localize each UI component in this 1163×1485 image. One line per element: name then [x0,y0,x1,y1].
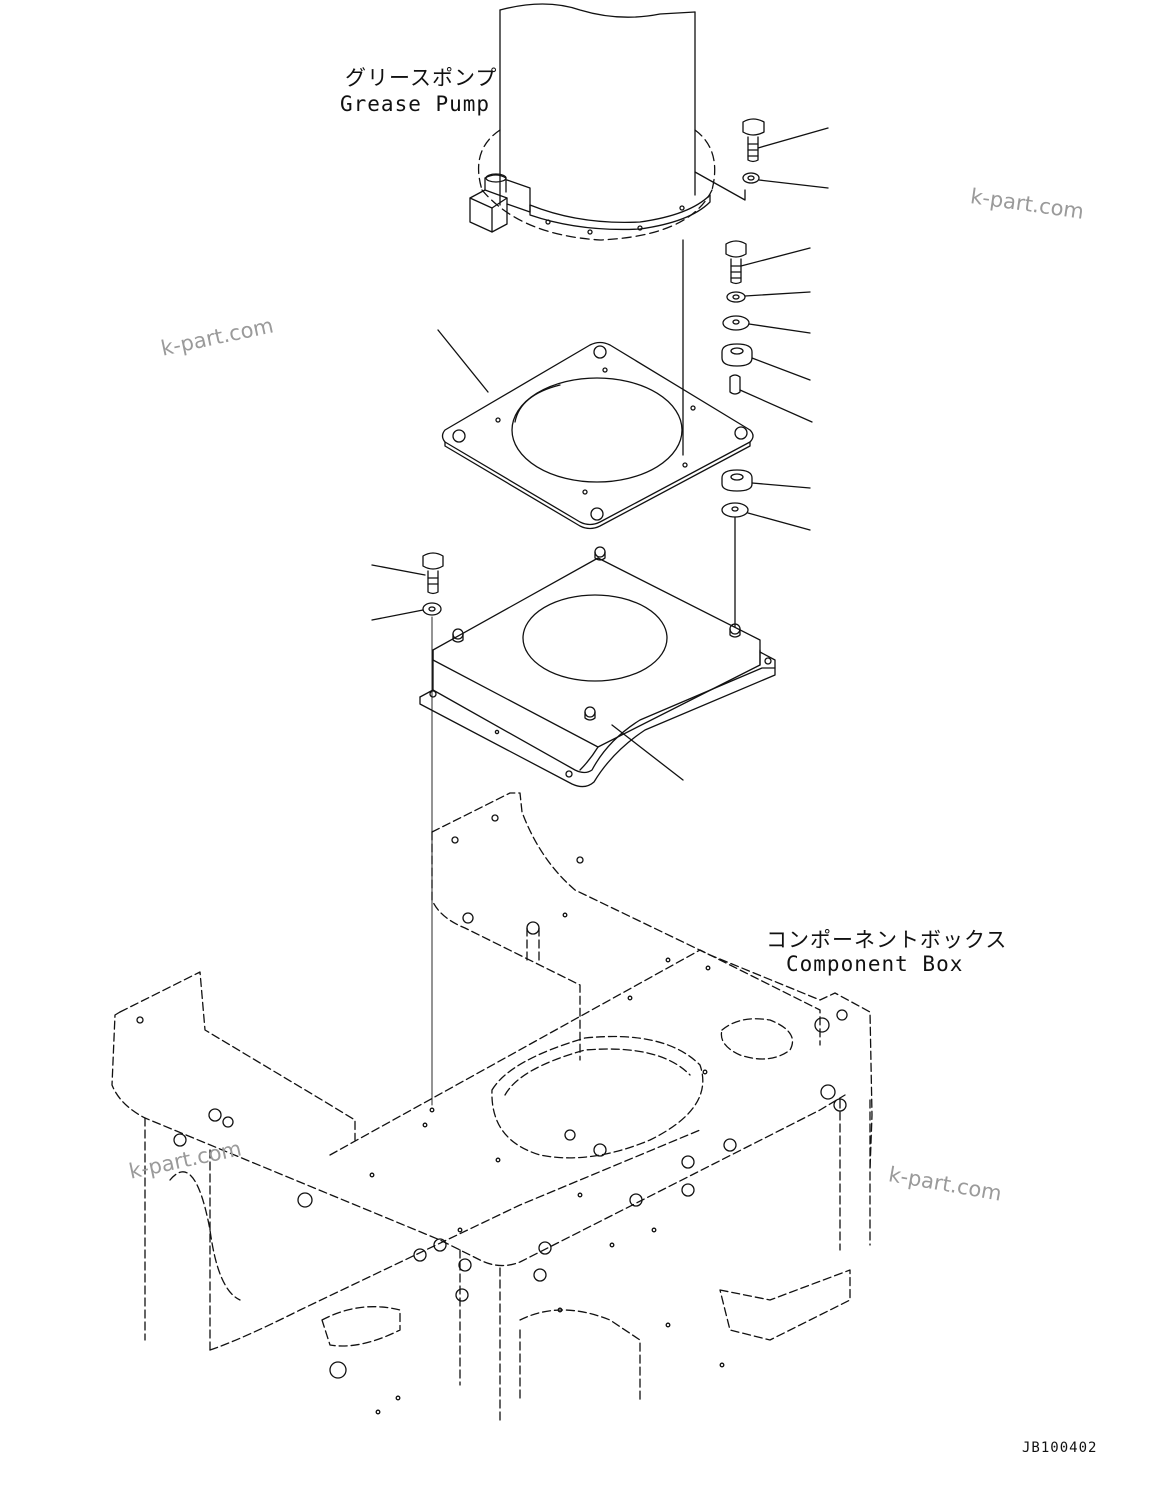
component-box-frame [112,793,872,1420]
fastener-stack [722,119,828,627]
drawing-code: JB100402 [1022,1440,1098,1456]
mounting-plate [438,330,753,529]
component-box-label-en: Component Box [786,952,964,976]
component-box-label-jp: コンポーネントボックス [766,928,1008,952]
left-fastener [372,553,443,1105]
grease-pump [470,4,745,455]
grease-pump-label-jp: グリースポンプ [345,66,498,90]
frame-fasteners [137,815,847,1414]
support-bracket [420,547,775,787]
grease-pump-label-en: Grease Pump [340,92,491,116]
